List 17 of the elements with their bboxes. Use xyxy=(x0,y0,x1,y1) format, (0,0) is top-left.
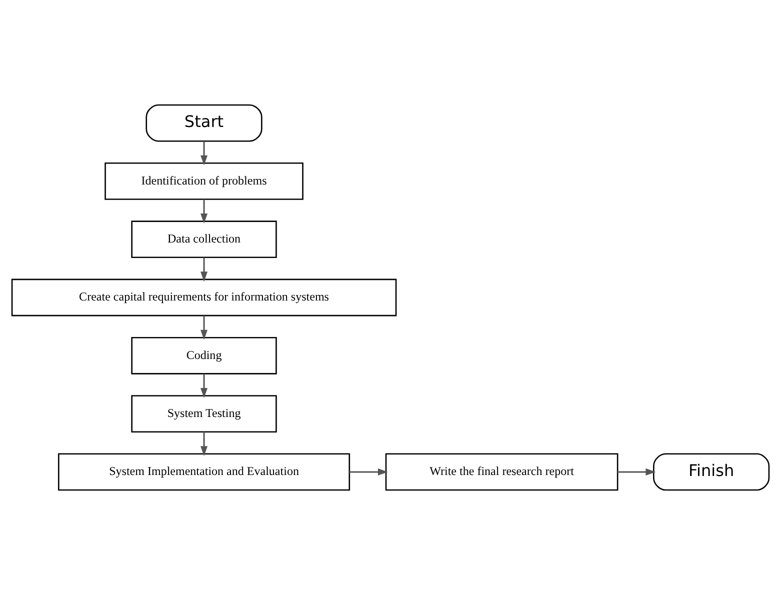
arrow xyxy=(200,431,208,456)
node-box: System Implementation and Evaluation xyxy=(58,452,350,490)
arrow xyxy=(200,315,208,340)
arrow xyxy=(200,198,208,224)
node-box: Write the final research report xyxy=(385,452,618,490)
node-box: Start xyxy=(146,104,262,142)
node-box: System Testing xyxy=(131,394,277,432)
node-box: Finish xyxy=(653,452,770,490)
arrow xyxy=(200,373,208,398)
arrow xyxy=(200,140,208,165)
arrow xyxy=(618,468,656,475)
node-box: Coding xyxy=(131,336,277,374)
arrow xyxy=(349,468,388,475)
node-box: Create capital requirements for information systems xyxy=(11,278,397,316)
node-box: Data collection xyxy=(131,220,277,258)
arrow xyxy=(200,257,208,282)
node-box: Identification of problems xyxy=(104,162,304,200)
